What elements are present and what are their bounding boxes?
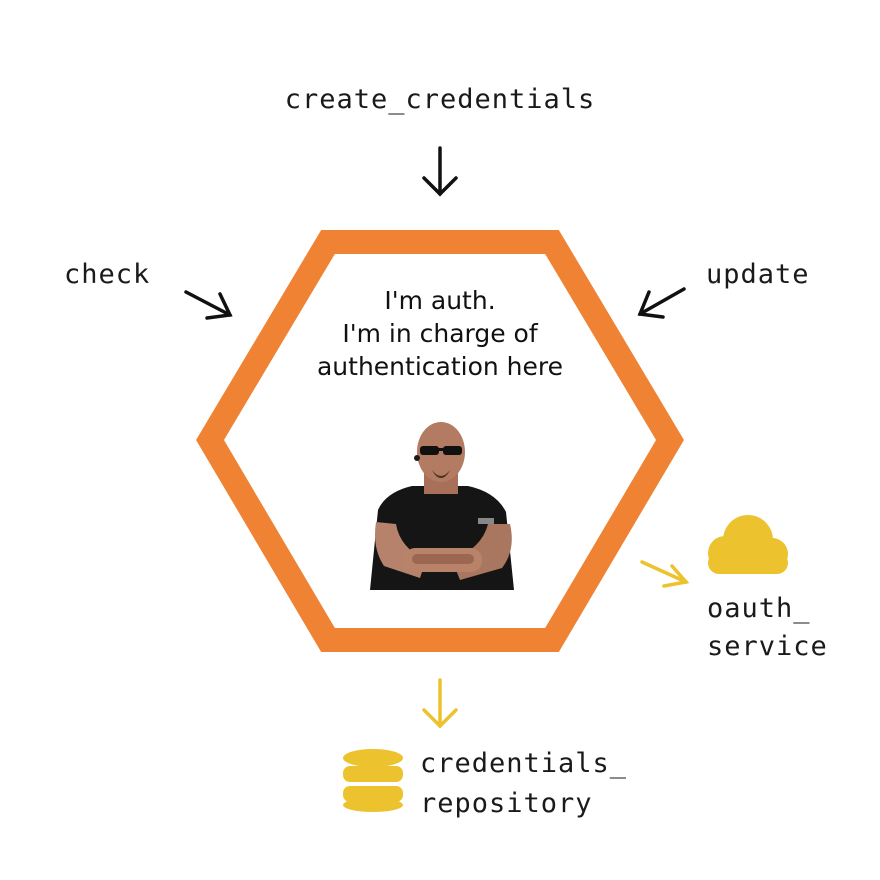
credentials-repository-arrow (422, 678, 458, 729)
database-icon (343, 749, 403, 812)
create-credentials-arrow (422, 146, 458, 197)
core-line-1: I'm auth. (384, 286, 496, 315)
check-label: check (64, 259, 151, 290)
credentials-repository-line-1: credentials_ (420, 748, 628, 779)
credentials-repository-label: credentials_ repository (420, 744, 627, 824)
auth-core-description: I'm auth. I'm in charge of authenticatio… (240, 284, 640, 383)
update-arrow (637, 287, 686, 319)
core-line-3: authentication here (316, 352, 564, 381)
cloud-icon (708, 515, 788, 574)
create-credentials-label: create_credentials (284, 84, 596, 115)
bouncer-figure (370, 422, 514, 590)
update-label: update (706, 259, 810, 290)
auth-hexagon (196, 230, 684, 652)
credentials-repository-line-2: repository (420, 788, 593, 819)
core-line-2: I'm in charge of (342, 319, 538, 348)
oauth-service-line-1: oauth_ (707, 593, 811, 624)
check-arrow (184, 290, 233, 320)
oauth-service-label: oauth_ service (707, 590, 828, 666)
oauth-service-line-2: service (707, 631, 828, 662)
oauth-service-arrow (640, 560, 690, 588)
